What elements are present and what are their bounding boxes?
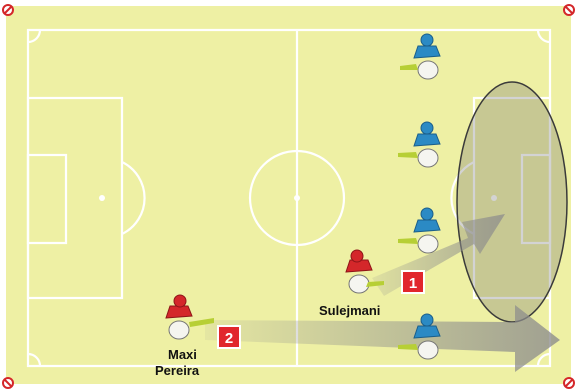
marker-1-number: 1 xyxy=(409,275,417,292)
corner-flag-bottom-right-icon xyxy=(564,378,574,388)
marker-2: 2 xyxy=(218,326,240,348)
left-penalty-spot xyxy=(99,195,105,201)
marker-2-number: 2 xyxy=(225,330,233,347)
marker-1: 1 xyxy=(402,271,424,293)
corner-flag-top-right-icon xyxy=(564,5,574,15)
label-sulejmani: Sulejmani xyxy=(319,303,380,318)
corner-flag-bottom-left-icon xyxy=(3,378,13,388)
corner-flag-top-left-icon xyxy=(3,5,13,15)
label-pereira-last: Pereira xyxy=(155,363,200,378)
label-pereira-first: Maxi xyxy=(168,347,197,362)
target-zone-ellipse xyxy=(457,82,567,322)
center-spot xyxy=(294,195,300,201)
